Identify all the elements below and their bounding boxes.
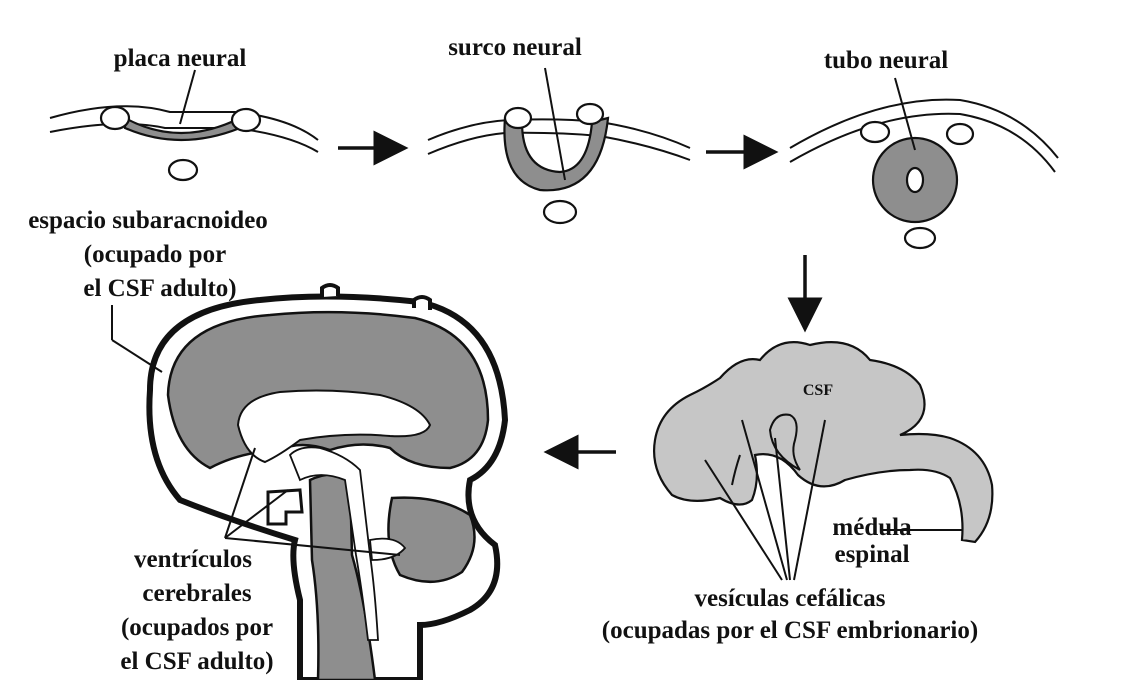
- label-espacio-2: (ocupado por: [84, 241, 226, 268]
- stage-neural-plate: placa neural: [50, 45, 318, 180]
- label-vesiculas-1: vesículas cefálicas: [695, 585, 886, 612]
- plate-left-fold: [101, 107, 129, 129]
- label-ventriculos-1: ventrículos: [134, 546, 252, 573]
- cerebellum: [388, 498, 474, 582]
- stage-adult-brain: espacio subaracnoideo (ocupado por el CS…: [28, 207, 505, 680]
- label-vesiculas-2: (ocupadas por el CSF embrionario): [602, 617, 978, 644]
- label-medula-1: médula: [832, 514, 912, 541]
- plate-right-fold: [232, 109, 260, 131]
- label-ventriculos-3: (ocupados por: [121, 614, 273, 641]
- label-tubo-neural: tubo neural: [824, 47, 948, 74]
- leader-placa: [180, 70, 195, 124]
- label-espacio-1: espacio subaracnoideo: [28, 207, 268, 234]
- brain-vesicles: [654, 342, 992, 542]
- label-csf: CSF: [803, 382, 833, 399]
- stage-neural-groove: surco neural: [428, 34, 690, 223]
- plate-notochord: [169, 160, 197, 180]
- label-surco-neural: surco neural: [448, 34, 582, 61]
- label-ventriculos-2: cerebrales: [142, 580, 251, 607]
- stage-cephalic-vesicles: CSF médula espinal vesículas cefálicas (…: [602, 342, 993, 644]
- label-espacio-3: el CSF adulto): [83, 275, 236, 302]
- label-placa-neural: placa neural: [114, 45, 247, 72]
- label-medula-2: espinal: [834, 541, 909, 568]
- label-ventriculos-4: el CSF adulto): [120, 648, 273, 675]
- leader-surco: [545, 68, 565, 180]
- stage-neural-tube: tubo neural: [790, 47, 1058, 248]
